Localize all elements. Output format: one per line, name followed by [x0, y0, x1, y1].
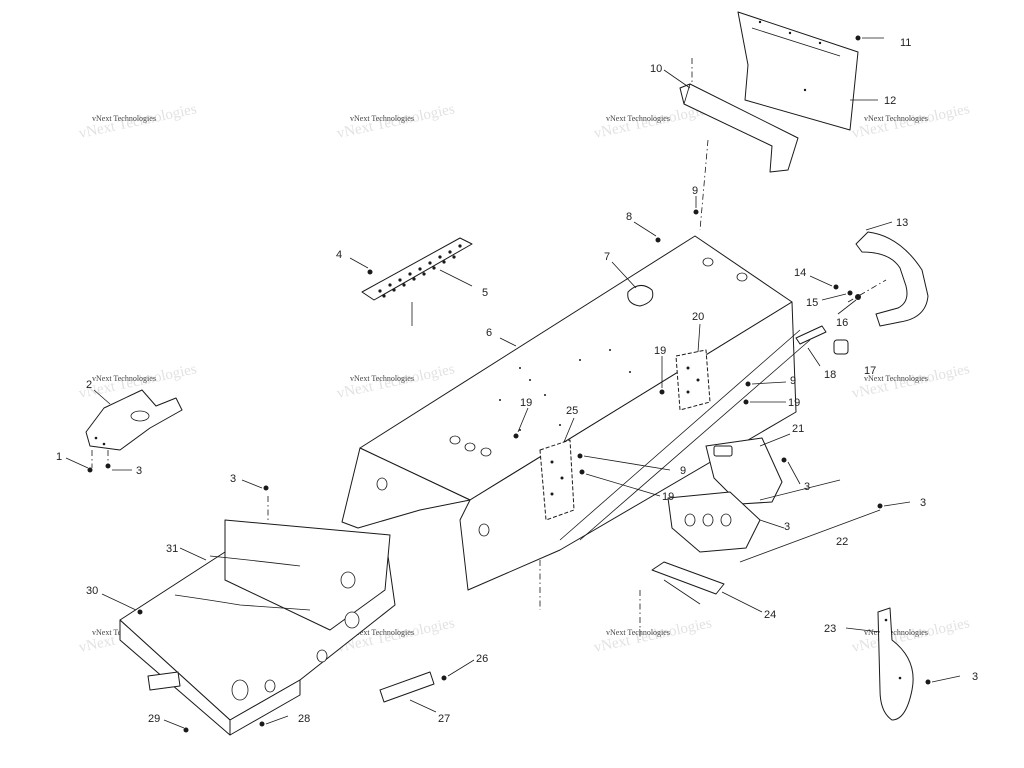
callout-18: 18: [824, 369, 836, 381]
callout-25: 25: [566, 405, 578, 417]
callout-16: 16: [836, 317, 848, 329]
callout-3: 3: [230, 473, 236, 485]
part-17-bumper: [833, 339, 849, 355]
callout-21: 21: [792, 423, 804, 435]
part-27-bracket: [379, 671, 435, 703]
watermark: vNext Technologies: [864, 114, 928, 123]
watermark: vNext Technologies: [92, 114, 156, 123]
part-12-panel: [737, 11, 859, 131]
callout-1: 1: [56, 451, 62, 463]
callout-17: 17: [864, 365, 876, 377]
callout-3: 3: [804, 481, 810, 493]
callout-31: 31: [166, 543, 178, 555]
part-24-rod: [651, 561, 725, 605]
callout-19: 19: [520, 397, 532, 409]
callout-22: 22: [836, 536, 848, 548]
callout-15: 15: [806, 297, 818, 309]
callout-20: 20: [692, 311, 704, 323]
callout-28: 28: [298, 713, 310, 725]
callout-19: 19: [662, 491, 674, 503]
callout-3: 3: [920, 497, 926, 509]
leader-lines: [65, 37, 961, 729]
part-25-plate: [539, 439, 575, 521]
callout-3: 3: [136, 465, 142, 477]
callout-13: 13: [896, 217, 908, 229]
callout-24: 24: [764, 609, 776, 621]
callout-9: 9: [680, 465, 686, 477]
callout-10: 10: [650, 63, 662, 75]
callout-7: 7: [604, 251, 610, 263]
hardware-bits: [87, 35, 931, 733]
watermark: vNext Technologies: [864, 628, 928, 637]
watermark: vNext Technologies: [92, 374, 156, 383]
callout-11: 11: [900, 37, 911, 49]
callout-29: 29: [148, 713, 160, 725]
callout-4: 4: [336, 249, 342, 261]
callout-5: 5: [482, 287, 488, 299]
part-31-frame: [119, 496, 396, 736]
part-18-pad: [795, 325, 827, 345]
part-2-bracket: [85, 389, 183, 468]
part-10-bracket: [679, 58, 799, 231]
callout-14: 14: [794, 267, 806, 279]
callout-labels: 11 10 12 9 8 13 4 7 5 14 15 16 6 20 18 1…: [56, 37, 978, 725]
callout-23: 23: [824, 623, 836, 635]
callout-12: 12: [884, 95, 896, 107]
watermark: vNext Technologies: [606, 628, 670, 637]
callout-6: 6: [486, 327, 492, 339]
callout-8: 8: [626, 211, 632, 223]
callout-3: 3: [972, 671, 978, 683]
watermark: vNext Technologies: [350, 114, 414, 123]
callout-9: 9: [790, 375, 796, 387]
part-6-tunnel: [341, 235, 811, 640]
watermark: vNext Technologies: [350, 374, 414, 383]
part-22-plate: [667, 479, 881, 563]
callout-2: 2: [86, 379, 92, 391]
part-13-tube: [847, 231, 929, 327]
part-5-step-plate: [361, 237, 473, 326]
watermark: vNext Technologies: [864, 374, 928, 383]
watermark: vNext Technologies: [350, 628, 414, 637]
part-23-bracket: [877, 607, 914, 721]
callout-30: 30: [86, 585, 98, 597]
callout-27: 27: [438, 713, 450, 725]
watermark: vNext Technologies: [606, 114, 670, 123]
callout-19: 19: [788, 397, 800, 409]
part-21-bracket: [705, 437, 783, 505]
part-20-plate: [675, 349, 711, 411]
callout-9: 9: [692, 185, 698, 197]
callout-19: 19: [654, 345, 666, 357]
callout-3: 3: [784, 521, 790, 533]
callout-26: 26: [476, 653, 488, 665]
